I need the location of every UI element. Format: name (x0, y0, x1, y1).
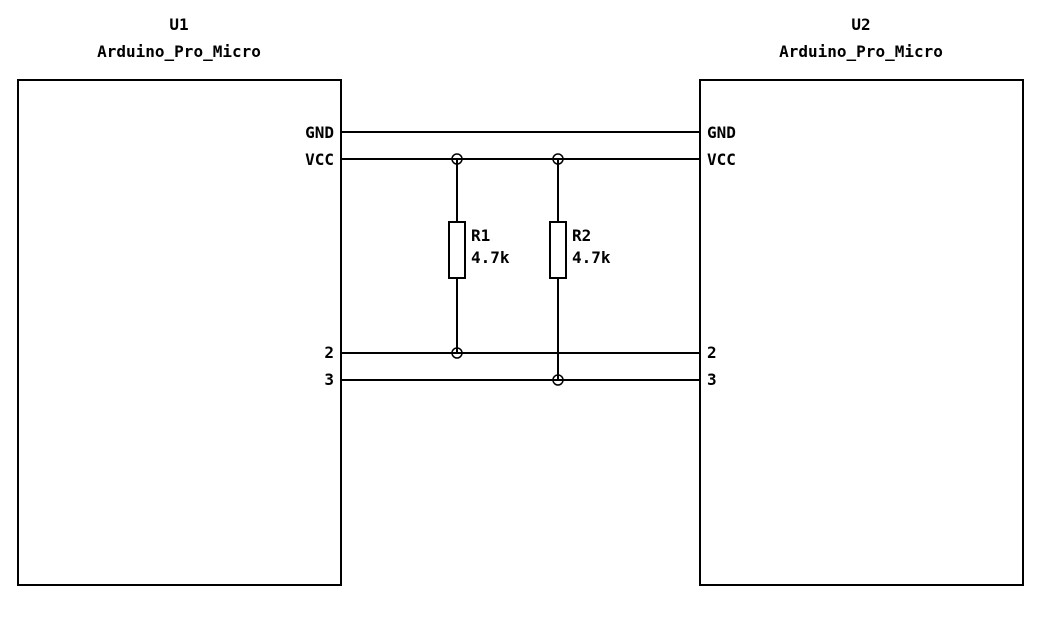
resistor-ref-r1: R1 (471, 226, 490, 245)
pin-label-u2-2: 2 (707, 343, 717, 362)
component-ref-u1: U1 (169, 15, 188, 34)
component-value-u1: Arduino_Pro_Micro (97, 42, 261, 61)
pin-label-u1-3: 3 (324, 370, 334, 389)
resistor-body-r2 (549, 221, 567, 279)
pin-label-u2-3: 3 (707, 370, 717, 389)
junction-circle-r2-pin3 (552, 374, 564, 386)
pin-label-u1-2: 2 (324, 343, 334, 362)
pin-label-u1-gnd: GND (305, 123, 334, 142)
pin-label-u2-vcc: VCC (707, 150, 736, 169)
component-body-u2 (699, 79, 1024, 586)
resistor-value-r1: 4.7k (471, 248, 510, 267)
junction-circle-r1-pin2 (451, 347, 463, 359)
junction-circle-r2-vcc (552, 153, 564, 165)
pin-label-u2-gnd: GND (707, 123, 736, 142)
resistor-body-r1 (448, 221, 466, 279)
junction-circle-r1-vcc (451, 153, 463, 165)
component-value-u2: Arduino_Pro_Micro (779, 42, 943, 61)
component-ref-u2: U2 (851, 15, 870, 34)
pin-label-u1-vcc: VCC (305, 150, 334, 169)
resistor-value-r2: 4.7k (572, 248, 611, 267)
resistor-ref-r2: R2 (572, 226, 591, 245)
component-body-u1 (17, 79, 342, 586)
